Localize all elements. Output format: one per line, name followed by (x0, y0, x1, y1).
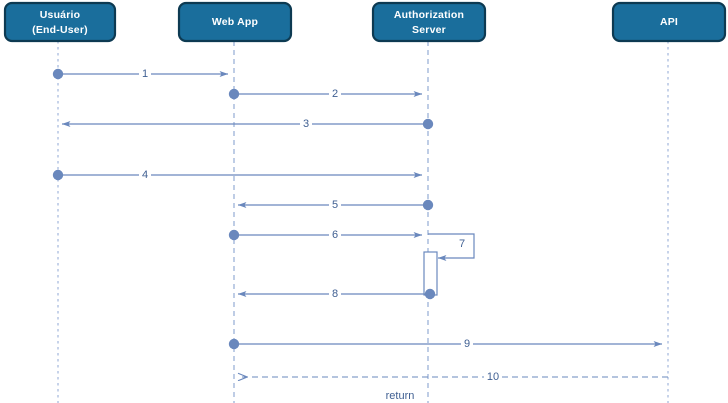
message-10-num-bg (484, 370, 502, 383)
actor-label-authserver-line2: Server (412, 24, 446, 36)
message-1-num-bg (139, 67, 151, 80)
message-6[interactable]: 6 (228, 228, 423, 241)
message-8-number: 8 (332, 288, 338, 300)
actor-label-user-line2: (End-User) (32, 24, 88, 36)
message-2-number: 2 (332, 88, 338, 100)
message-1-number: 1 (142, 68, 148, 80)
actor-label-authserver-line1: Authorization (394, 9, 464, 21)
actor-box-webapp-rect[interactable] (177, 1, 293, 43)
actor-box-authserver-rect[interactable] (371, 1, 487, 43)
actor-label-api-line1: API (660, 16, 678, 28)
actor-label-webapp-line1: Web App (212, 16, 258, 28)
actor-label-user-line1: Usuário (40, 9, 81, 21)
message-2[interactable]: 2 (228, 87, 423, 100)
message-7-number: 7 (459, 238, 465, 250)
message-5-num-bg (329, 198, 341, 211)
message-4-number: 4 (142, 169, 148, 181)
actor-box-webapp[interactable]: Web App (177, 1, 293, 43)
message-10-number: 10 (487, 371, 499, 383)
message-9-num-bg (461, 337, 473, 350)
message-6-number: 6 (332, 229, 338, 241)
actor-boxes: Usuário (End-User) Web App Authorization… (3, 1, 727, 43)
message-7-self-loop[interactable]: 7 (428, 233, 475, 262)
activation-bar-authserver (423, 251, 438, 296)
message-5[interactable]: 5 (237, 198, 434, 211)
message-5-number: 5 (332, 199, 338, 211)
message-3[interactable]: 3 (61, 117, 434, 130)
message-10[interactable]: 10 return (238, 370, 668, 402)
message-8-num-bg (329, 287, 341, 300)
message-1[interactable]: 1 (52, 67, 229, 80)
activation-bar-rect (423, 251, 438, 296)
actor-box-user-rect[interactable] (3, 1, 117, 43)
actor-box-user[interactable]: Usuário (End-User) (3, 1, 117, 43)
message-6-num-bg (329, 228, 341, 241)
message-8[interactable]: 8 (237, 287, 436, 300)
message-4-num-bg (139, 168, 151, 181)
actor-box-api-rect[interactable] (611, 1, 727, 43)
actor-box-authserver[interactable]: Authorization Server (371, 1, 487, 43)
message-9[interactable]: 9 (228, 337, 663, 350)
message-8-origin-dot (424, 288, 436, 300)
message-7-self-loop-path[interactable] (428, 233, 475, 262)
actor-box-api[interactable]: API (611, 1, 727, 43)
message-4[interactable]: 4 (52, 168, 423, 181)
message-3-num-bg (300, 117, 312, 130)
message-9-number: 9 (464, 338, 470, 350)
message-3-number: 3 (303, 118, 309, 130)
message-10-caption: return (386, 390, 415, 402)
lifelines (57, 41, 669, 403)
message-2-num-bg (329, 87, 341, 100)
